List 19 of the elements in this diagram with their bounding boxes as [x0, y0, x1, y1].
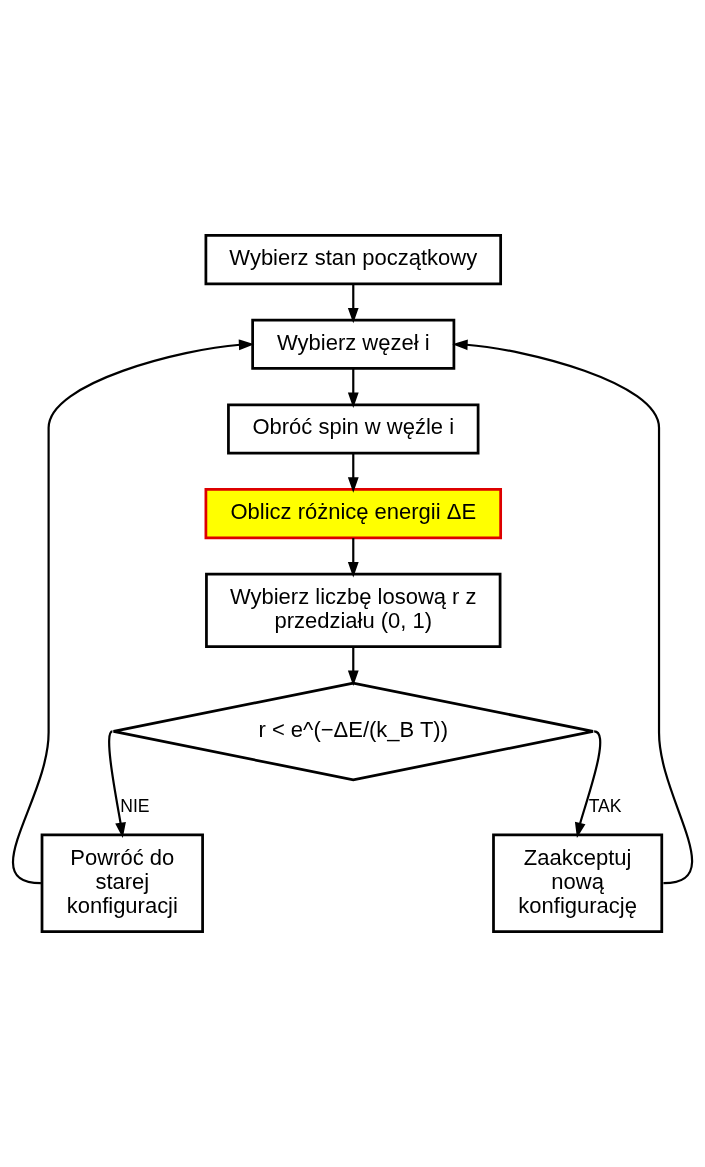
node-box: Wybierz liczbę losową r z przedziału (0, 1) — [205, 572, 502, 649]
arrow — [347, 453, 359, 493]
node-box: Oblicz różnicę energii ΔE — [204, 488, 503, 540]
arrow — [347, 284, 359, 324]
node-diamond: r < e^(−ΔE/(k_B T)) — [112, 681, 595, 782]
arrow — [574, 730, 602, 839]
edge-label: NIE — [120, 795, 150, 816]
node-box: Powróć do starej konfiguracji — [40, 833, 204, 933]
node-box: Wybierz stan początkowy — [204, 234, 503, 286]
node-box: Zaakceptuj nową konfigurację — [492, 833, 664, 933]
node-box: Obróć spin w węźle i — [227, 403, 480, 455]
arrow — [347, 538, 359, 578]
arrow — [452, 339, 694, 885]
node-box: Wybierz węzeł i — [251, 318, 456, 370]
arrow — [347, 646, 359, 686]
arrow — [347, 368, 359, 408]
edge-label: TAK — [588, 795, 622, 816]
arrow — [108, 730, 126, 839]
arrow — [12, 339, 255, 885]
